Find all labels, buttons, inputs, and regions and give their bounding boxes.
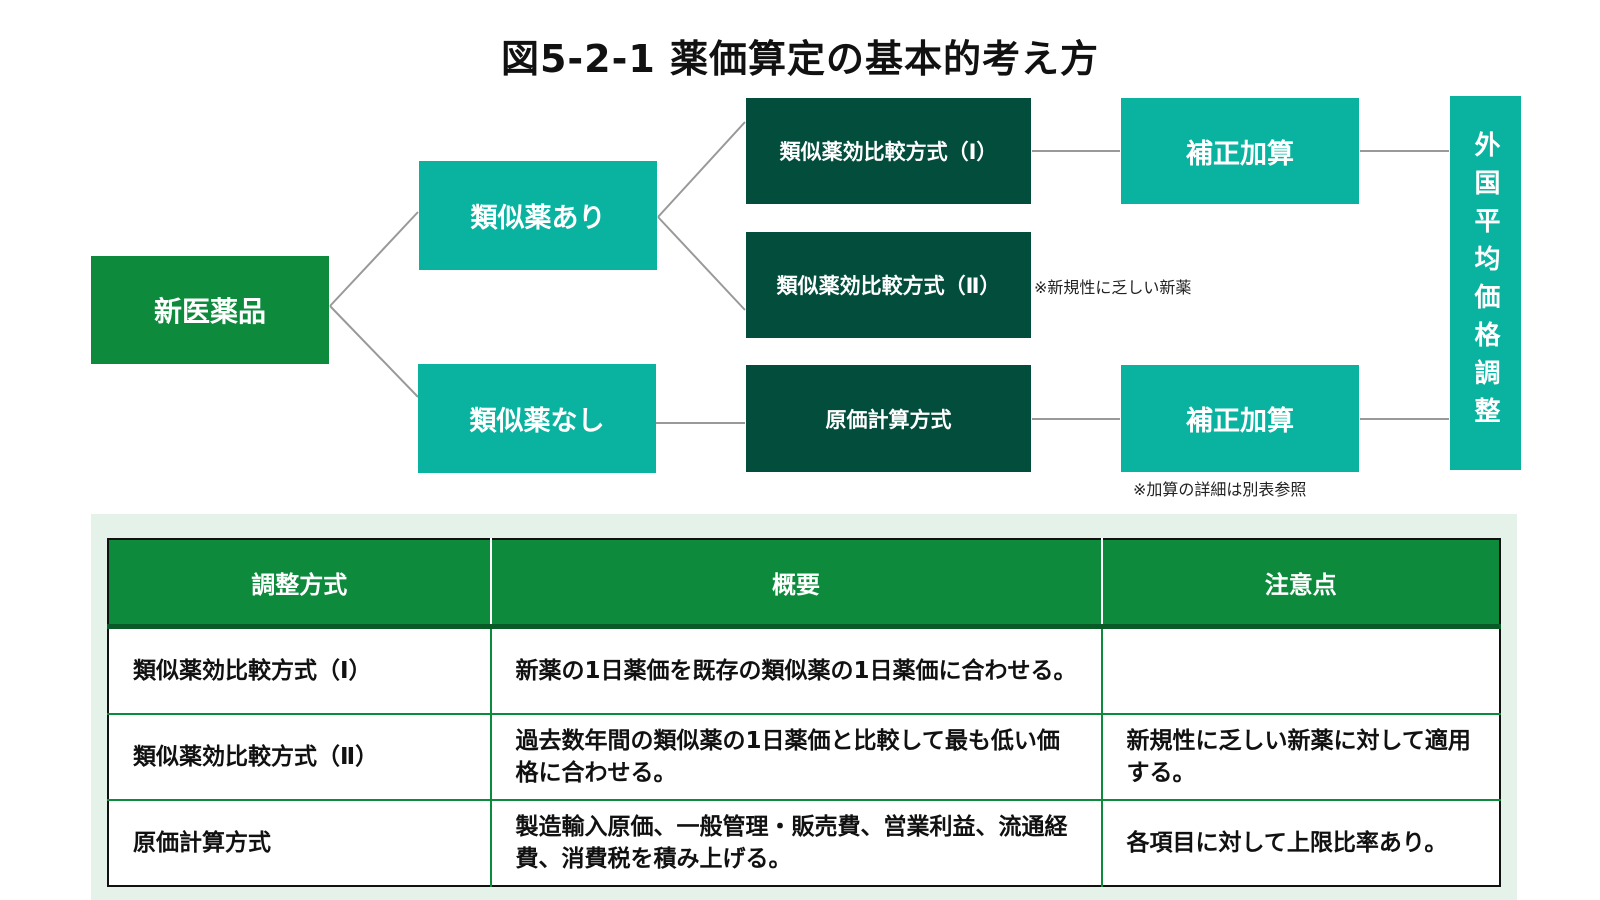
node-foreign-price-adjustment: 外国平均価格調整 — [1450, 96, 1521, 470]
header-note: 注意点 — [1100, 539, 1500, 629]
note-novelty: ※新規性に乏しい新薬 — [1034, 278, 1192, 297]
cell-note: 各項目に対して上限比率あり。 — [1100, 799, 1500, 886]
node-cost-method: 原価計算方式 — [746, 365, 1031, 472]
connector-yes-to-method2 — [657, 216, 746, 311]
cell-method: 類似薬効比較方式（Ⅱ） — [108, 713, 492, 801]
table-row: 類似薬効比較方式（Ⅱ） 過去数年間の類似薬の1日薬価と比較して最も低い価格に合わ… — [108, 713, 1500, 801]
node-new-drug: 新医薬品 — [91, 256, 329, 364]
cell-summary: 過去数年間の類似薬の1日薬価と比較して最も低い価格に合わせる。 — [489, 713, 1103, 801]
flow-connectors — [329, 121, 1449, 424]
node-method-2: 類似薬効比較方式（Ⅱ） — [746, 232, 1031, 338]
node-similar-no: 類似薬なし — [418, 364, 656, 473]
connector-new-to-similar-yes — [329, 211, 419, 307]
cell-note — [1100, 625, 1500, 715]
method-table-panel: 調整方式 概要 注意点 類似薬効比較方式（Ⅰ） 新薬の1日薬価を既存の類似薬の1… — [91, 514, 1517, 900]
cell-note: 新規性に乏しい新薬に対して適用する。 — [1100, 713, 1500, 801]
node-method-1: 類似薬効比較方式（Ⅰ） — [746, 98, 1031, 204]
cell-summary: 製造輸入原価、一般管理・販売費、営業利益、流通経費、消費税を積み上げる。 — [489, 799, 1103, 886]
header-summary: 概要 — [489, 539, 1102, 629]
connector-new-to-similar-no — [329, 305, 419, 398]
node-adjust-2: 補正加算 — [1121, 365, 1359, 472]
header-method: 調整方式 — [108, 539, 491, 629]
method-table: 調整方式 概要 注意点 類似薬効比較方式（Ⅰ） 新薬の1日薬価を既存の類似薬の1… — [107, 538, 1501, 887]
cell-method: 類似薬効比較方式（Ⅰ） — [108, 625, 492, 715]
cell-method: 原価計算方式 — [108, 799, 492, 886]
cell-summary: 新薬の1日薬価を既存の類似薬の1日薬価に合わせる。 — [489, 625, 1103, 715]
connector-yes-to-method1 — [657, 121, 746, 218]
table-row: 原価計算方式 製造輸入原価、一般管理・販売費、営業利益、流通経費、消費税を積み上… — [108, 799, 1500, 886]
table-row: 類似薬効比較方式（Ⅰ） 新薬の1日薬価を既存の類似薬の1日薬価に合わせる。 — [108, 625, 1500, 715]
node-adjust-1: 補正加算 — [1121, 98, 1359, 204]
diagram-title: 図5-2-1 薬価算定の基本的考え方 — [500, 37, 1100, 81]
node-similar-yes: 類似薬あり — [419, 161, 657, 270]
note-details: ※加算の詳細は別表参照 — [1133, 480, 1307, 499]
table-header-row: 調整方式 概要 注意点 — [108, 539, 1500, 629]
